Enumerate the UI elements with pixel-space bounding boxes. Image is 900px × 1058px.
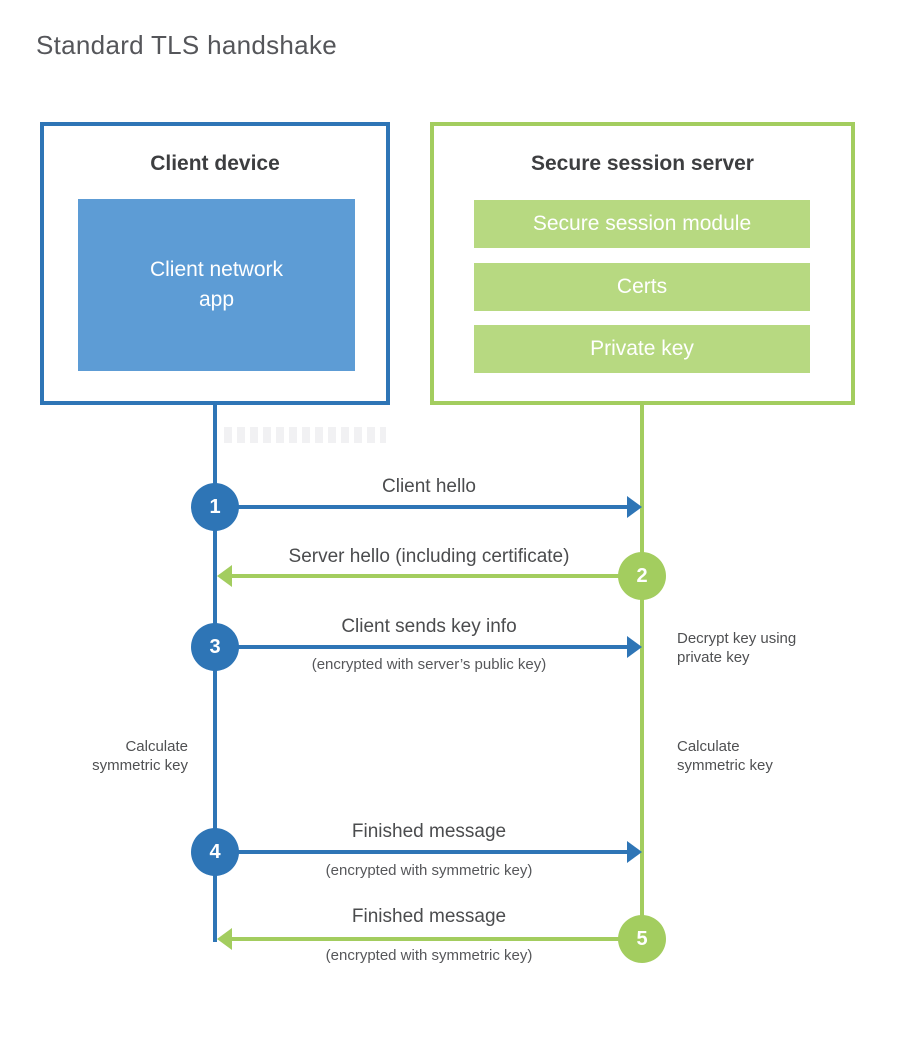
step-circle-4: 4 [191, 828, 239, 876]
arrow-line-step1 [215, 505, 629, 509]
message-label-finished-server: Finished message [351, 906, 507, 927]
arrow-head-right-icon [627, 841, 642, 863]
arrow-head-right-icon [627, 496, 642, 518]
step-number: 4 [209, 840, 221, 863]
server-module-secure-session: Secure session module [474, 200, 810, 248]
step-circle-5: 5 [618, 915, 666, 963]
message-label-client-key-info: Client sends key info [341, 616, 517, 637]
server-lifeline [640, 405, 644, 939]
step-circle-2: 2 [618, 552, 666, 600]
arrow-head-right-icon [627, 636, 642, 658]
message-label-client-hello: Client hello [382, 476, 476, 497]
step-number: 3 [209, 635, 221, 658]
message-sub-finished-client: (encrypted with symmetric key) [325, 862, 533, 879]
server-module-certs: Certs [474, 263, 810, 311]
arrow-line-step2 [229, 574, 642, 578]
client-device-box: Client device Client network app [40, 122, 390, 405]
faint-watermark-artifact [224, 427, 386, 443]
arrow-head-left-icon [217, 565, 232, 587]
annotation-calculate-symmetric-key-server: Calculate symmetric key [677, 738, 773, 774]
client-network-app-box: Client network app [78, 199, 355, 371]
step-number: 1 [209, 495, 221, 518]
server-module-private-key: Private key [474, 325, 810, 373]
annotation-decrypt-key: Decrypt key using private key [677, 630, 797, 666]
arrow-line-step4 [215, 850, 629, 854]
message-sub-finished-server: (encrypted with symmetric key) [325, 947, 533, 964]
annotation-calculate-symmetric-key-client: Calculate symmetric key [92, 738, 188, 774]
client-device-title: Client device [150, 152, 280, 175]
page-title: Standard TLS handshake [36, 30, 338, 60]
secure-session-server-box: Secure session server Secure session mod… [430, 122, 855, 405]
arrow-line-step5 [229, 937, 642, 941]
step-number: 2 [636, 564, 648, 587]
arrow-line-step3 [215, 645, 629, 649]
message-label-finished-client: Finished message [351, 821, 507, 842]
client-lifeline [213, 405, 217, 942]
step-number: 5 [636, 927, 648, 950]
message-label-server-hello: Server hello (including certificate) [288, 546, 570, 567]
step-circle-3: 3 [191, 623, 239, 671]
step-circle-1: 1 [191, 483, 239, 531]
message-sub-client-key-info: (encrypted with server’s public key) [311, 656, 547, 673]
arrow-head-left-icon [217, 928, 232, 950]
secure-session-server-title: Secure session server [531, 152, 754, 175]
